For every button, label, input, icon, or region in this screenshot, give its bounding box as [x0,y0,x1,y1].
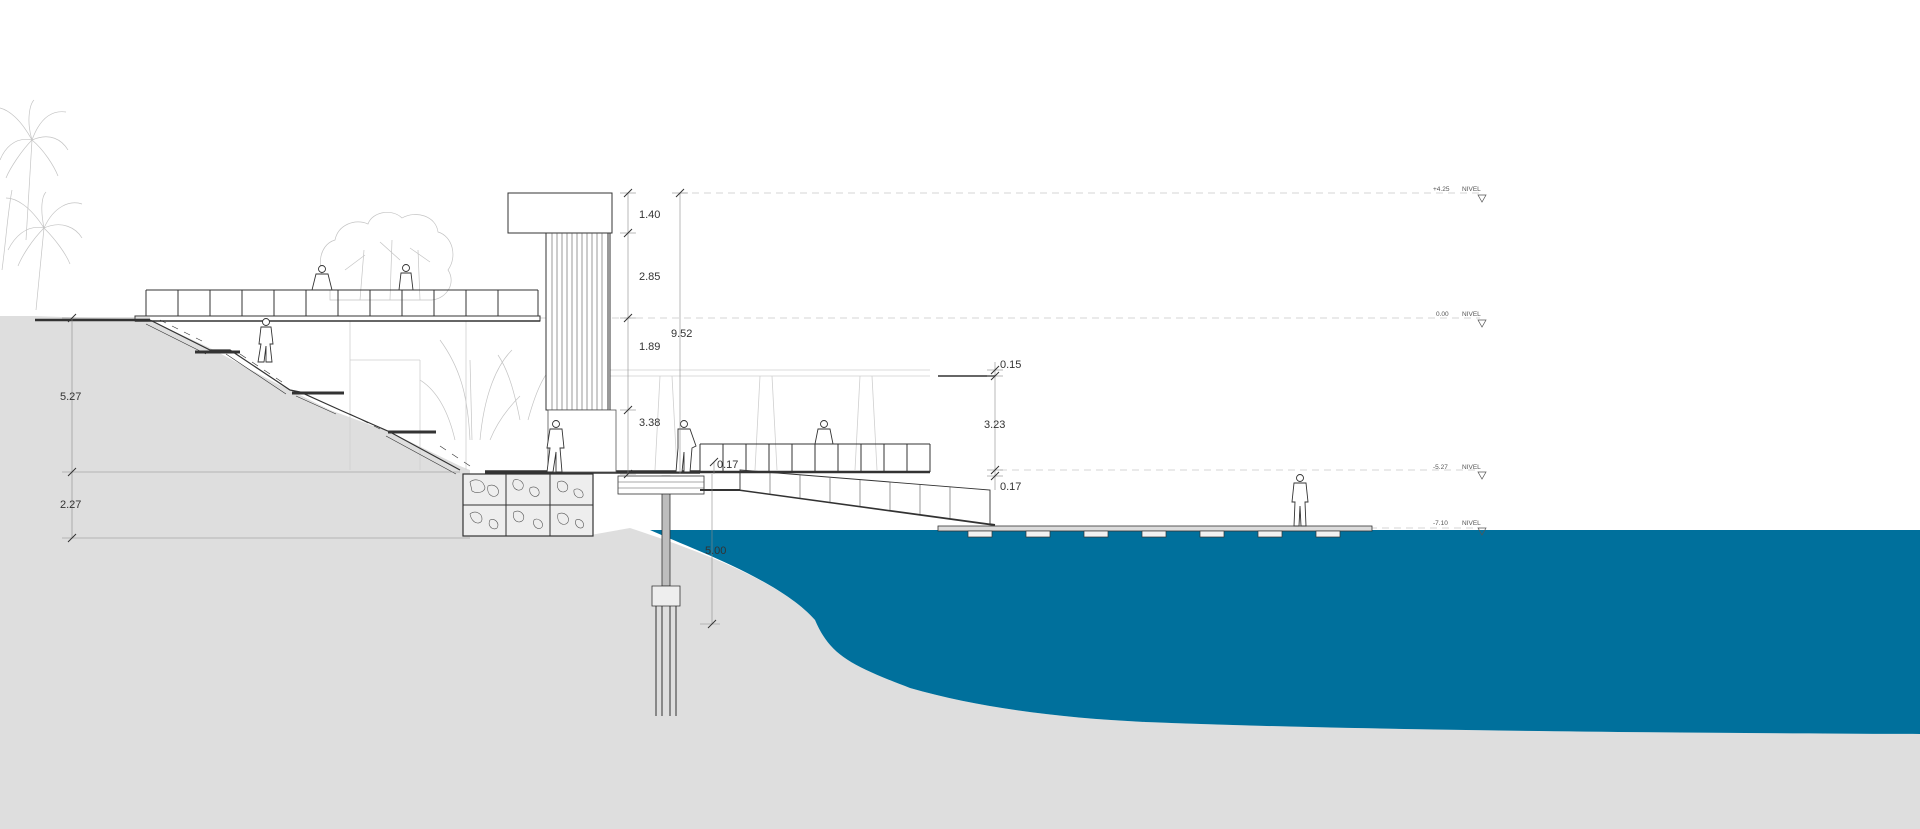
lookout-tower [507,192,617,473]
level-value: -5.27 [1433,464,1448,471]
pile-foundation [651,475,681,716]
water-body [650,530,1920,734]
level-triangle-icon [1477,194,1487,203]
person-icon [398,264,414,291]
terrace-railing [145,289,539,316]
floating-dock [937,525,1373,538]
dimension-label: 1.89 [639,341,660,353]
dimension-label: 0.17 [1000,481,1021,493]
level-label: NIVEL [1462,464,1481,471]
landing-steps [617,475,705,495]
level-value: -7.10 [1433,520,1448,527]
dimension-label: 9.52 [671,328,692,340]
level-triangle-icon [1477,319,1487,328]
dimension-label: 0.15 [1000,359,1021,371]
ground-terrain [0,316,1920,829]
level-marker-2: 0.00 NIVEL [1436,311,1487,328]
level-value: 0.00 [1436,311,1449,318]
level-triangle-icon [1477,471,1487,480]
person-icon [675,420,697,473]
dimension-label: 5.27 [60,391,81,403]
dimension-label: 3.23 [984,419,1005,431]
dimension-label: 2.27 [60,499,81,511]
dimension-label: 5.00 [705,545,726,557]
gabion-wall [462,473,594,537]
level-marker-4: -7.10 NIVEL [1433,520,1487,536]
palm-tree-icon [0,99,83,311]
level-marker-1: +4.25 NIVEL [1433,186,1487,203]
level-value: +4.25 [1433,186,1450,193]
dimension-label: 3.38 [639,417,660,429]
person-icon [814,420,834,445]
person-icon [311,265,333,291]
stair-flight [145,319,471,475]
level-triangle-icon [1477,527,1487,536]
upper-terrace [134,289,541,322]
dimension-label: 2.85 [639,271,660,283]
person-icon [257,318,274,363]
level-label: NIVEL [1462,311,1481,318]
level-label: NIVEL [1462,186,1481,193]
dimension-lines [62,188,1003,629]
background-building [349,320,930,471]
dimension-label: 1.40 [639,209,660,221]
tree-icon [319,211,549,441]
level-label: NIVEL [1462,520,1481,527]
access-ramp [700,469,996,526]
person-icon [546,420,565,473]
dimension-label: 0.17 [717,459,738,471]
person-icon [1291,474,1309,527]
level-marker-3: -5.27 NIVEL [1433,464,1487,480]
